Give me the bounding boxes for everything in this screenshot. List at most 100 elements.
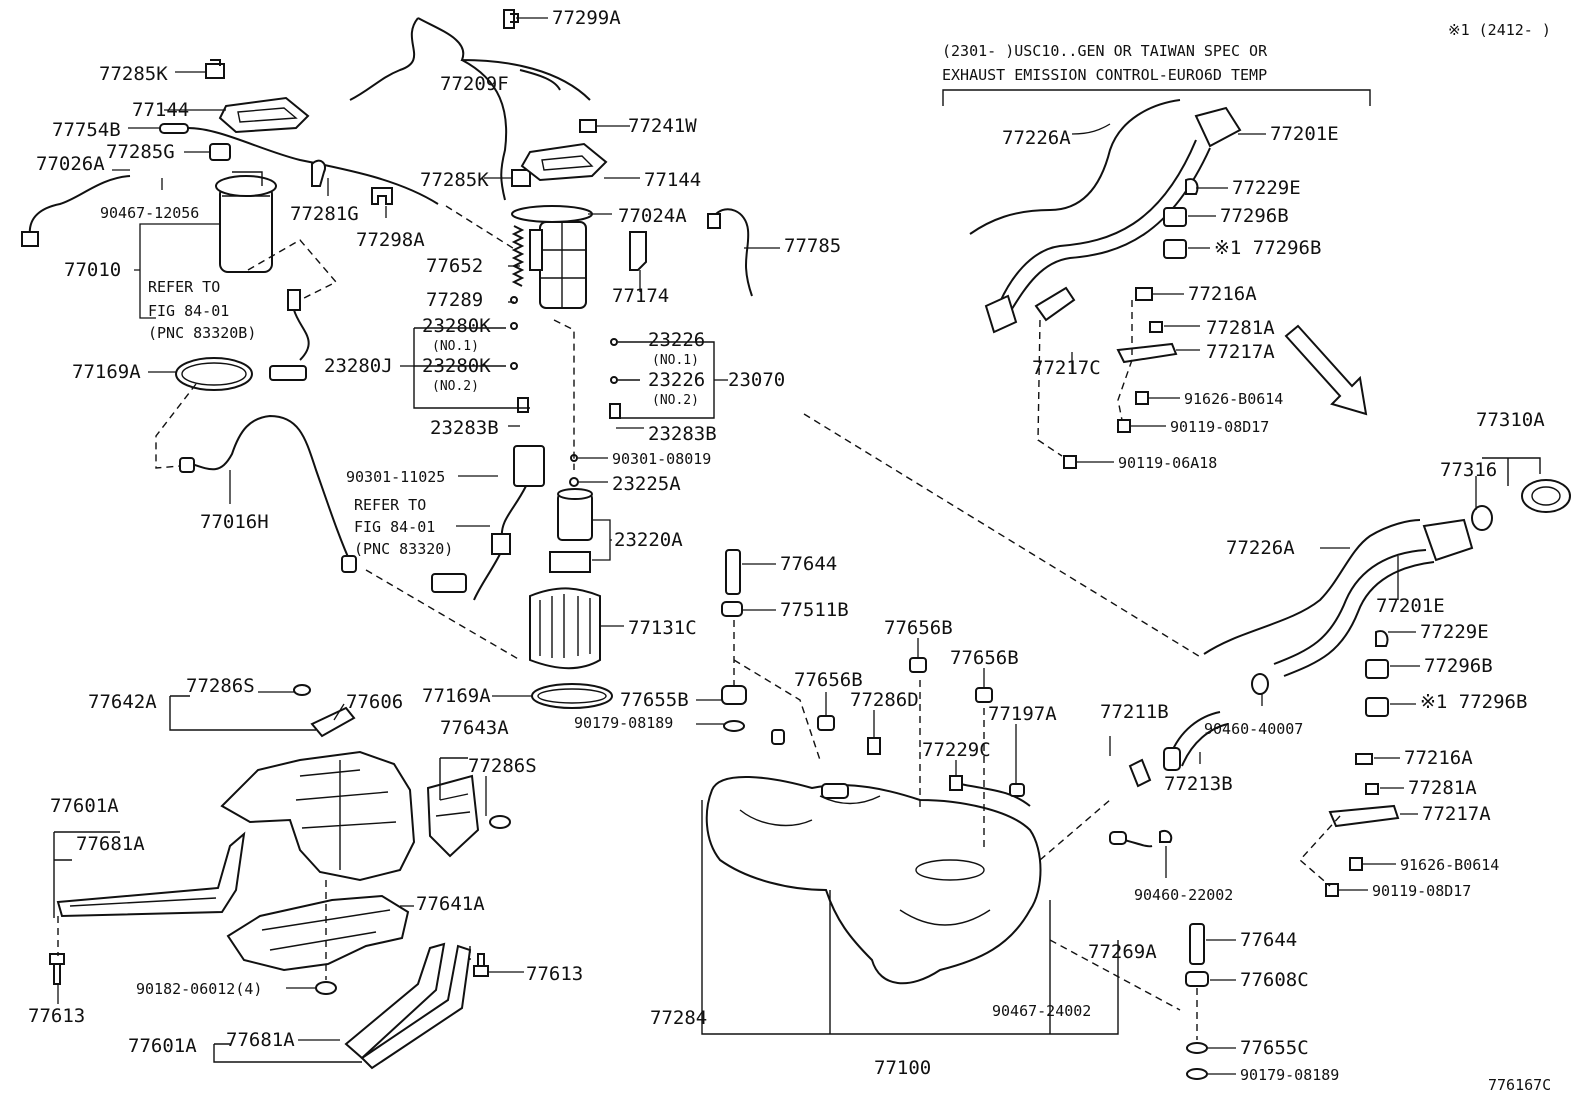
part-fasteners-group-a: [1063, 391, 1149, 469]
label-77656B-a: 77656B: [794, 669, 863, 691]
label-23280K-2-note: (NO.2): [432, 379, 479, 394]
part-77217C-bracket: [1034, 286, 1076, 322]
part-77613-bolt-b: [473, 953, 489, 977]
part-77285K-connector-a: [205, 59, 225, 79]
label-77100: 77100: [874, 1057, 931, 1079]
leader-dash-pump-axis: [553, 319, 575, 470]
label-77201E-a: 77201E: [1270, 123, 1339, 145]
label-77217A-a: 77217A: [1206, 341, 1275, 363]
part-77229E-clip-a: [1185, 178, 1199, 195]
label-77281A-a: 77281A: [1206, 317, 1275, 339]
leader-dash-77016H: [155, 383, 197, 469]
part-77169A-gasket-a: [175, 357, 253, 391]
part-77269A-hose: [1109, 831, 1153, 848]
label-77785: 77785: [784, 235, 841, 257]
label-77026A: 77026A: [36, 153, 105, 175]
direction-arrow: [1284, 324, 1368, 416]
part-77641A-protector: [226, 894, 410, 972]
small-fittings-column: [510, 296, 621, 487]
leader-dash-tank-right: [1039, 799, 1181, 1011]
part-77281G-clip: [311, 159, 326, 187]
label-23280K-1-note: (NO.1): [432, 339, 479, 354]
label-77298A: 77298A: [356, 229, 425, 251]
label-77197A: 77197A: [988, 703, 1057, 725]
group-bracket-77601A-a: [53, 831, 120, 918]
group-bracket-77310A: [1482, 457, 1541, 486]
label-77174: 77174: [612, 285, 669, 307]
label-90119-06A18: 90119-06A18: [1118, 454, 1217, 472]
label-90467-12056: 90467-12056: [100, 204, 199, 222]
label-77010: 77010: [64, 259, 121, 281]
group-bracket-77100: [701, 800, 1119, 1035]
label-77024A: 77024A: [618, 205, 687, 227]
leader-dash-group-a: [1037, 300, 1133, 457]
part-77606-tank-protector: [220, 750, 416, 882]
leader-dash-77131C: [365, 569, 521, 661]
label-77226A-a: 77226A: [1002, 127, 1071, 149]
part-90179-08189-nut-a: [723, 720, 745, 732]
label-77642A: 77642A: [88, 691, 157, 713]
label-23226-1-note: (NO.1): [652, 353, 699, 368]
label-23280K-1: 23280K: [422, 315, 491, 337]
part-77656B-grommet-b: [909, 657, 927, 673]
label-77656B-c: 77656B: [950, 647, 1019, 669]
label-77608C: 77608C: [1240, 969, 1309, 991]
label-77285G: 77285G: [106, 141, 175, 163]
label-77296B-c: 77296B: [1424, 655, 1493, 677]
label-77316: 77316: [1440, 459, 1497, 481]
part-77216A-clip-b: [1355, 753, 1373, 765]
part-77144-gasket-ring-a: [218, 96, 310, 134]
label-91626-B0614-b: 91626-B0614: [1400, 856, 1499, 874]
leader-dash-tank-valves: [733, 620, 821, 761]
label-77644-b: 77644: [1240, 929, 1297, 951]
part-77296B-grommet-c: [1365, 659, 1389, 679]
part-77310A-fuel-cap: [1521, 479, 1571, 513]
label-90119-08D17-b: 90119-08D17: [1372, 882, 1471, 900]
label-77754B: 77754B: [52, 119, 121, 141]
label-77601A-a: 77601A: [50, 795, 119, 817]
label-77201E-b: 77201E: [1376, 595, 1445, 617]
part-77169A-gasket-b: [531, 683, 613, 709]
label-77511B: 77511B: [780, 599, 849, 621]
part-77644-valve-b: [1189, 923, 1205, 965]
label-90460-22002: 90460-22002: [1134, 886, 1233, 904]
label-77652: 77652: [426, 255, 483, 277]
part-77216A-clip-a: [1135, 287, 1153, 301]
label-77601A-b: 77601A: [128, 1035, 197, 1057]
label-77286S-a: 77286S: [186, 675, 255, 697]
label-23226-2-note: (NO.2): [652, 393, 699, 408]
label-77289: 77289: [426, 289, 483, 311]
refer-note-1-line3: (PNC 83320B): [148, 324, 256, 342]
part-23220A-fuel-pump: [549, 488, 593, 573]
label-77169A-b: 77169A: [422, 685, 491, 707]
label-77229E-a: 77229E: [1232, 177, 1301, 199]
label-77285K-a: 77285K: [99, 63, 168, 85]
label-77644-a: 77644: [780, 553, 837, 575]
part-77785-wire: [707, 208, 753, 297]
label-77655B: 77655B: [620, 689, 689, 711]
label-77613-a: 77613: [28, 1005, 85, 1027]
label-90119-08D17-a: 90119-08D17: [1170, 418, 1269, 436]
refer-note-1-line2: FIG 84-01: [148, 302, 229, 320]
label-77299A: 77299A: [552, 7, 621, 29]
label-77681A-a: 77681A: [76, 833, 145, 855]
label-23225A: 23225A: [612, 473, 681, 495]
leader-lines: [57, 17, 1477, 1075]
label-90460-40007: 90460-40007: [1204, 720, 1303, 738]
part-labels: 77299A 77285K 77209F 77144 77754B 77285G…: [28, 7, 1545, 1084]
label-77296B-d: ※1 77296B: [1420, 691, 1527, 713]
fuel-level-sender-b: [431, 445, 545, 601]
label-90179-08189-a: 90179-08189: [574, 714, 673, 732]
part-77229E-clip-b: [1375, 630, 1389, 647]
part-90460-40007-clamp: [1251, 673, 1269, 695]
part-77613-bolt-a: [49, 953, 65, 985]
part-77213B-hose: [1163, 711, 1229, 771]
part-77656B-grommet-c: [975, 687, 993, 703]
part-77299A-clip: [503, 9, 519, 29]
part-77024A-pump-module: [511, 205, 593, 309]
part-77296B-grommet-a: [1163, 207, 1187, 227]
group-bracket-23280J: [413, 327, 530, 409]
part-77281A-clip-b: [1365, 783, 1379, 795]
spec-group-bracket: [942, 89, 1371, 106]
label-77211B: 77211B: [1100, 701, 1169, 723]
